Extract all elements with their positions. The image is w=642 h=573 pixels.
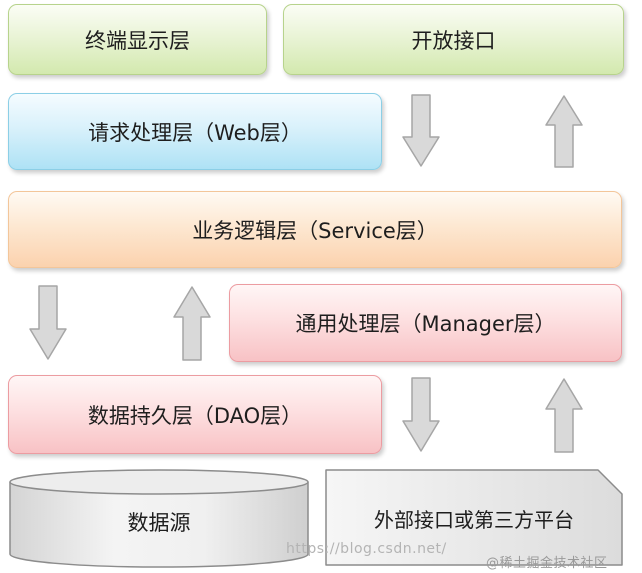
terminal-display-layer: 终端显示层 bbox=[8, 4, 267, 75]
datasource-label: 数据源 bbox=[127, 511, 191, 535]
up-arrow-icon bbox=[545, 378, 583, 453]
watermark-platform: @稀土掘金技术社区 bbox=[486, 556, 608, 571]
service-layer: 业务逻辑层（Service层） bbox=[8, 191, 622, 268]
manager-layer-label: 通用处理层（Manager层） bbox=[295, 312, 556, 336]
down-arrow-icon bbox=[402, 377, 440, 452]
down-arrow-icon bbox=[29, 285, 67, 360]
open-api-box: 开放接口 bbox=[283, 4, 624, 75]
service-layer-label: 业务逻辑层（Service层） bbox=[192, 218, 438, 243]
external-label-wrap: 外部接口或第三方平台 bbox=[324, 478, 624, 558]
dao-layer-label: 数据持久层（DAO层） bbox=[87, 403, 303, 428]
terminal-display-label: 终端显示层 bbox=[85, 28, 190, 53]
up-arrow-icon bbox=[545, 95, 583, 168]
watermark-url: https://blog.csdn.net/ bbox=[286, 541, 447, 557]
down-arrow-icon bbox=[402, 94, 440, 167]
datasource-label-wrap: 数据源 bbox=[8, 492, 310, 552]
web-layer: 请求处理层（Web层） bbox=[8, 93, 382, 170]
dao-layer: 数据持久层（DAO层） bbox=[8, 375, 382, 454]
datasource-cylinder bbox=[9, 469, 309, 568]
web-layer-label: 请求处理层（Web层） bbox=[88, 120, 302, 145]
manager-layer: 通用处理层（Manager层） bbox=[229, 284, 622, 362]
open-api-label: 开放接口 bbox=[411, 28, 496, 53]
external-platform-box bbox=[325, 469, 623, 566]
external-label: 外部接口或第三方平台 bbox=[374, 507, 574, 532]
up-arrow-icon bbox=[173, 286, 211, 361]
